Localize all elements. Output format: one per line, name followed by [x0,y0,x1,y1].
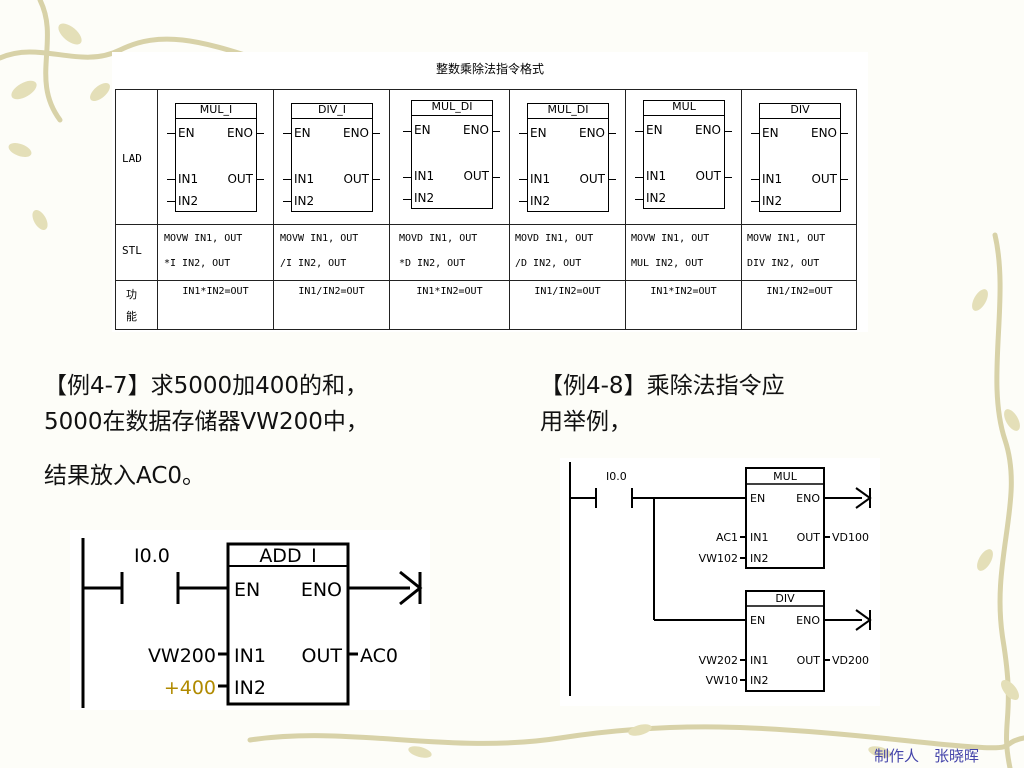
row-label-func-2: 能 [126,310,137,323]
svg-text:OUT: OUT [302,645,343,667]
func-cell-4: IN1/IN2=OUT [534,286,601,297]
lad-box-div: DIV EN ENO IN1 OUT IN2 [759,103,841,212]
func-cell-2: IN1/IN2=OUT [298,286,365,297]
svg-text:OUT: OUT [797,531,821,544]
in1-operand: VW200 [148,645,216,667]
svg-text:VW202: VW202 [699,654,738,667]
row-label-func-1: 功 [126,288,137,301]
lad-box-mul-i: MUL_I EN ENO IN1 OUT IN2 [175,103,257,212]
svg-text:VD100: VD100 [832,531,869,544]
mul-div-ladder-diagram: I0.0 MUL EN ENO IN1 OUT IN2 AC1 VW102 VD… [560,458,880,706]
lad-box-mul-di: MUL_DI EN ENO IN1 OUT IN2 [411,100,493,209]
table-title: 整数乘除法指令格式 [435,62,544,76]
func-cell-5: IN1*IN2=OUT [650,286,717,297]
svg-text:I0.0: I0.0 [606,470,627,483]
in2-operand: +400 [164,677,216,699]
table-frame: LAD STL 功 能 MUL_I EN ENO IN1 OUT IN2 DIV… [115,89,857,330]
func-cell-1: IN1*IN2=OUT [182,286,249,297]
svg-text:IN2: IN2 [750,552,768,565]
svg-text:IN2: IN2 [750,674,768,687]
contact-label: I0.0 [134,545,170,567]
svg-text:EN: EN [234,579,260,601]
example-4-7-text: 【例4-7】求5000加400的和， 5000在数据存储器VW200中， 结果放… [44,373,369,489]
add-i-ladder-diagram: I0.0 ADD_I EN ENO IN1 OUT IN2 VW200 +400… [70,530,430,710]
svg-text:VW102: VW102 [699,552,738,565]
div-box-name: DIV [775,592,795,605]
instruction-format-table: 整数乘除法指令格式 LAD STL 功 能 MUL_I EN ENO IN1 O… [112,52,868,332]
svg-text:EN: EN [750,492,765,505]
svg-text:IN1: IN1 [750,531,768,544]
row-label-stl: STL [122,244,142,257]
row-label-lad: LAD [122,152,142,165]
func-cell-3: IN1*IN2=OUT [416,286,483,297]
svg-text:ENO: ENO [301,579,342,601]
stl-cell-3: MOVD IN1, OUT*D IN2, OUT [399,233,478,269]
author-footer: 制作人 张晓晖 [873,747,979,765]
svg-text:ENO: ENO [796,492,820,505]
lad-box-div-i: DIV_I EN ENO IN1 OUT IN2 [291,103,373,212]
func-cell-6: IN1/IN2=OUT [766,286,833,297]
svg-text:IN2: IN2 [234,677,266,699]
svg-text:IN1: IN1 [750,654,768,667]
example-4-8-text: 【例4-8】乘除法指令应 用举例， [540,373,785,435]
box-name: ADD_I [259,545,316,567]
svg-text:AC1: AC1 [716,531,738,544]
svg-text:IN1: IN1 [234,645,266,667]
svg-text:OUT: OUT [797,654,821,667]
svg-text:VW10: VW10 [706,674,738,687]
lad-box-div-di: MUL_DI EN ENO IN1 OUT IN2 [527,103,609,212]
out-operand: AC0 [360,645,398,667]
stl-cell-4: MOVD IN1, OUT/D IN2, OUT [515,233,594,269]
stl-cell-1: MOVW IN1, OUT*I IN2, OUT [164,233,243,269]
svg-text:VD200: VD200 [832,654,869,667]
mul-box-name: MUL [773,470,798,483]
svg-text:ENO: ENO [796,614,820,627]
lad-box-mul: MUL EN ENO IN1 OUT IN2 [643,100,725,209]
stl-cell-2: MOVW IN1, OUT/I IN2, OUT [280,233,359,269]
svg-text:EN: EN [750,614,765,627]
